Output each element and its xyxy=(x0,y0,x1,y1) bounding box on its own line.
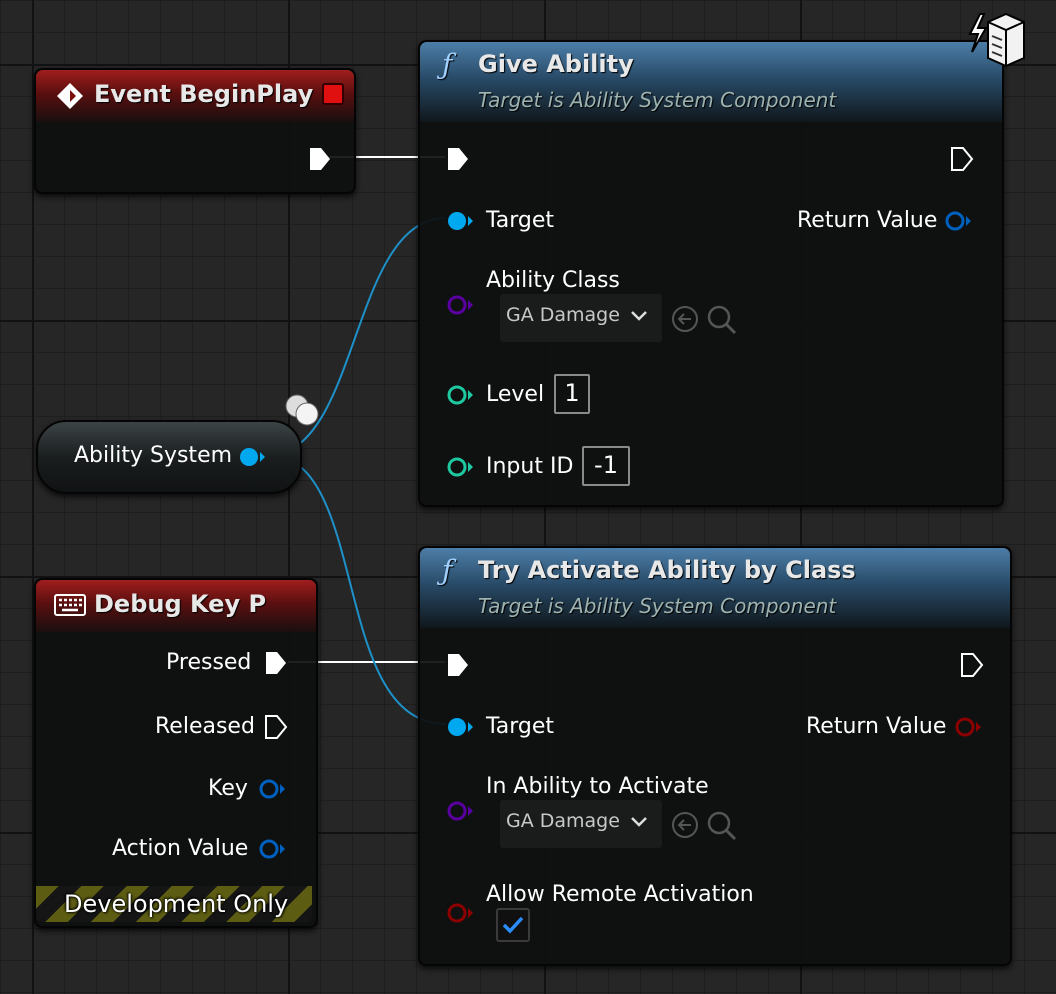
development-only-label: Development Only xyxy=(64,890,289,918)
pressed-exec-pin[interactable] xyxy=(264,650,288,681)
released-label: Released xyxy=(155,714,255,739)
chevron-down-icon xyxy=(630,306,648,328)
multiple-references-icon xyxy=(282,390,324,435)
function-icon: ƒ xyxy=(442,48,453,81)
chevron-down-icon xyxy=(630,812,648,834)
checkmark-icon xyxy=(502,916,524,934)
exec-out-pin[interactable] xyxy=(950,146,974,177)
ability-system-out-pin[interactable] xyxy=(238,446,266,473)
level-input[interactable]: 1 xyxy=(554,374,590,414)
exec-in-pin[interactable] xyxy=(446,652,470,683)
target-pin[interactable] xyxy=(446,716,474,743)
node-header: Debug Key P xyxy=(36,580,316,632)
ability-class-label: Ability Class xyxy=(486,268,620,293)
return-value-pin[interactable] xyxy=(944,210,972,237)
in-ability-dropdown[interactable]: GA Damage xyxy=(500,800,662,848)
exec-out-pin[interactable] xyxy=(308,146,332,177)
try-activate-ability-node[interactable]: ƒ Try Activate Ability by Class Target i… xyxy=(418,546,1012,966)
input-id-input[interactable]: -1 xyxy=(582,446,630,486)
node-title: Debug Key P xyxy=(94,590,267,618)
level-label: Level xyxy=(486,382,545,407)
target-pin[interactable] xyxy=(446,210,474,237)
node-header: Event BeginPlay xyxy=(36,70,354,122)
node-title: Event BeginPlay xyxy=(94,80,314,108)
pressed-label: Pressed xyxy=(166,650,252,675)
function-icon: ƒ xyxy=(442,554,453,587)
debug-key-node[interactable]: Debug Key P Pressed Released Key Action … xyxy=(34,578,318,928)
in-ability-label: In Ability to Activate xyxy=(486,774,709,799)
exec-in-pin[interactable] xyxy=(446,146,470,177)
development-only-banner: Development Only xyxy=(36,886,312,922)
action-value-label: Action Value xyxy=(112,836,249,861)
event-diamond-icon xyxy=(56,82,84,114)
object-wire-abilitysystem-to-tryactivate[interactable] xyxy=(267,454,447,725)
dropdown-value: GA Damage xyxy=(506,810,620,832)
stop-icon[interactable] xyxy=(322,83,344,105)
give-ability-node[interactable]: ƒ Give Ability Target is Ability System … xyxy=(418,40,1004,507)
node-title: Try Activate Ability by Class xyxy=(478,556,856,584)
arrow-left-circle-icon[interactable] xyxy=(670,304,700,339)
allow-remote-pin[interactable] xyxy=(446,902,474,929)
ability-system-variable-node[interactable]: Ability System xyxy=(36,420,302,494)
action-value-pin[interactable] xyxy=(258,838,286,865)
exec-out-pin[interactable] xyxy=(960,652,984,683)
ability-class-pin[interactable] xyxy=(446,294,474,321)
search-icon[interactable] xyxy=(706,810,738,847)
level-pin[interactable] xyxy=(446,384,474,411)
node-header: ƒ Give Ability Target is Ability System … xyxy=(420,42,1002,122)
ability-class-dropdown[interactable]: GA Damage xyxy=(500,294,662,342)
target-label: Target xyxy=(486,714,555,739)
search-icon[interactable] xyxy=(706,304,738,341)
node-subtitle: Target is Ability System Component xyxy=(478,594,837,618)
target-label: Target xyxy=(486,208,555,233)
allow-remote-label: Allow Remote Activation xyxy=(486,882,754,907)
input-id-pin[interactable] xyxy=(446,456,474,483)
return-value-label: Return Value xyxy=(806,714,947,739)
in-ability-pin[interactable] xyxy=(446,800,474,827)
return-value-pin[interactable] xyxy=(954,716,982,743)
released-exec-pin[interactable] xyxy=(264,714,288,745)
server-lightning-icon xyxy=(966,12,1028,73)
event-beginplay-node[interactable]: Event BeginPlay xyxy=(34,68,356,194)
node-header: ƒ Try Activate Ability by Class Target i… xyxy=(420,548,1010,628)
arrow-left-circle-icon[interactable] xyxy=(670,810,700,845)
ability-system-label: Ability System xyxy=(74,443,233,468)
return-value-label: Return Value xyxy=(797,208,938,233)
input-id-label: Input ID xyxy=(486,454,574,479)
allow-remote-checkbox[interactable] xyxy=(496,908,530,942)
node-subtitle: Target is Ability System Component xyxy=(478,88,837,112)
node-title: Give Ability xyxy=(478,50,634,78)
key-pin[interactable] xyxy=(258,778,286,805)
keyboard-icon xyxy=(54,594,86,620)
key-label: Key xyxy=(208,776,248,801)
dropdown-value: GA Damage xyxy=(506,304,620,326)
